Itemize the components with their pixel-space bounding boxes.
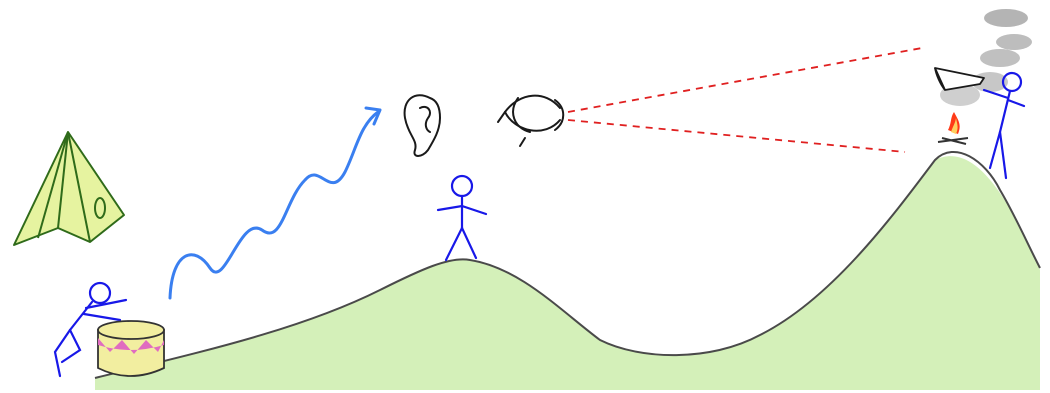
drum-icon	[98, 321, 164, 376]
signal-line-bottom	[568, 120, 905, 152]
signal-line-top	[568, 48, 922, 112]
ear-icon	[405, 95, 440, 156]
hill-fill	[95, 156, 1040, 390]
sound-wave	[170, 112, 378, 298]
tent-icon	[14, 132, 124, 245]
fire-icon	[938, 112, 968, 144]
listener-figure	[438, 176, 486, 260]
eye-icon	[498, 96, 563, 146]
